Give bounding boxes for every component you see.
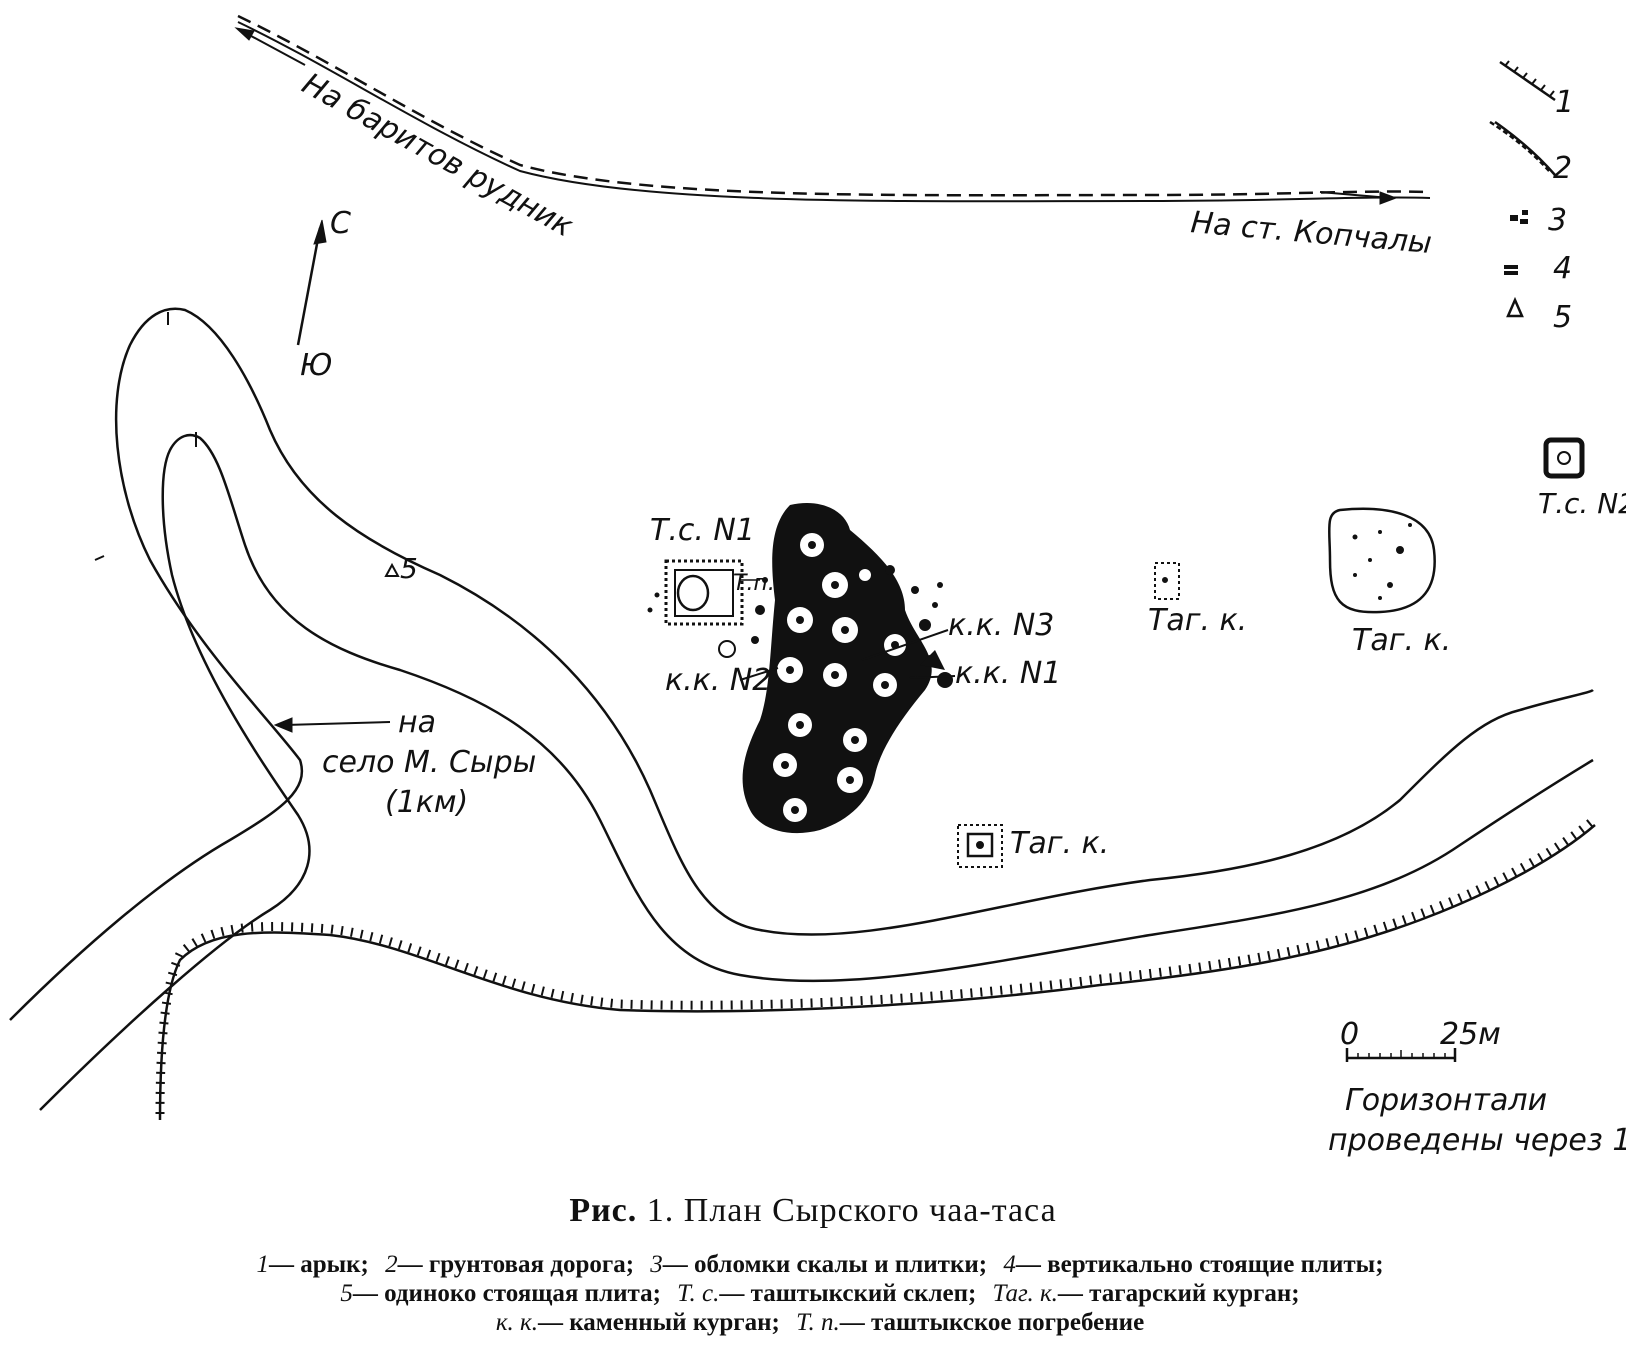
figure-legend: 1— арык; 2— грунтовая дорога; 3— обломки…	[70, 1250, 1560, 1337]
tagar-kurgan-2	[1327, 507, 1436, 614]
legend-text-5: — одиноко стоящая плита;	[352, 1280, 661, 1307]
legend-num-4: 4	[1553, 251, 1572, 286]
compass-north: С	[330, 206, 351, 241]
label-kk-n1: к.к. N1	[955, 656, 1061, 691]
label-kk-n2: к.к. N2	[665, 663, 771, 698]
scale-bar	[1345, 1048, 1457, 1062]
scale-max: 25м	[1440, 1017, 1501, 1052]
stone-kurgans-cluster	[718, 502, 953, 834]
contour-lines	[9, 307, 1594, 1111]
village-label-line1: на	[398, 705, 436, 740]
caption-prefix: Рис.	[569, 1192, 638, 1229]
road-arrow-left	[234, 27, 306, 66]
legend-line-3: к. к.— каменный курган; Т. п.— таштыкско…	[70, 1308, 1560, 1337]
label-ts-n1: Т.с. N1	[650, 513, 755, 548]
caption-number: 1.	[646, 1192, 675, 1229]
compass-south: Ю	[300, 348, 332, 383]
label-ts-n2: Т.с. N2	[1538, 487, 1626, 520]
legend-symbol-3-rocks	[1510, 210, 1528, 224]
legend-num-5: 5	[1553, 300, 1572, 335]
single-slab-marker: 5	[384, 552, 418, 585]
road-arrow-right	[1319, 191, 1398, 205]
legend-text-2: — грунтовая дорога;	[397, 1251, 635, 1278]
legend-text-4: — вертикально стоящие плиты;	[1015, 1251, 1384, 1278]
legend-text-1: — арык;	[268, 1251, 369, 1278]
tagar-kurgan-1	[1154, 562, 1180, 600]
legend-key-5: 5	[340, 1280, 353, 1307]
label-kk-n3: к.к. N3	[948, 608, 1054, 643]
village-label-line2: село М. Сыры	[322, 745, 536, 780]
tagar-kurgan-3	[957, 824, 1003, 868]
dirt-road	[237, 14, 1431, 203]
contour-note-line2: проведены через 1м	[1328, 1123, 1626, 1158]
abbr-key-kk: к. к.	[495, 1309, 538, 1336]
abbr-text-tp: — таштыкское погребение	[839, 1309, 1145, 1336]
svg-text:5: 5	[400, 552, 418, 585]
abbr-text-ts: — таштыкский склеп;	[719, 1280, 977, 1307]
legend-key-1: 1	[256, 1251, 269, 1278]
abbr-text-kk: — каменный курган;	[537, 1309, 780, 1336]
legend-key-4: 4	[1003, 1251, 1016, 1278]
legend-symbol-5-single-slab	[1506, 296, 1524, 318]
legend-key-3: 3	[650, 1251, 663, 1278]
label-tp: Т.п.	[733, 571, 775, 596]
tashtyk-crypt-2	[1543, 437, 1585, 479]
legend-symbol-4-slabs	[1504, 265, 1518, 275]
contour-note-line1: Горизонтали	[1345, 1083, 1547, 1118]
abbr-key-tp: Т. п.	[796, 1309, 840, 1336]
legend-num-2: 2	[1553, 151, 1572, 186]
label-tag-2: Таг. к.	[1352, 623, 1451, 658]
caption-title-text: План Сырского чаа-таса	[683, 1192, 1057, 1229]
village-arrow	[273, 717, 391, 733]
north-arrow	[296, 219, 327, 346]
legend-key-2: 2	[385, 1251, 398, 1278]
canal-aryk	[155, 815, 1598, 1121]
label-tag-1: Таг. к.	[1148, 603, 1247, 638]
kk-leaders	[739, 629, 956, 681]
legend-num-3: 3	[1548, 203, 1567, 238]
figure-caption-title: Рис. 1. План Сырского чаа-таса	[0, 1192, 1626, 1230]
scale-zero: 0	[1340, 1017, 1359, 1052]
legend-num-1: 1	[1555, 85, 1574, 120]
legend-symbol-2-road	[1489, 120, 1556, 176]
village-label-line3: (1км)	[385, 785, 468, 820]
legend-text-3: — обломки скалы и плитки;	[662, 1251, 988, 1278]
road-label-station: На ст. Копчалы	[1189, 205, 1433, 261]
legend-symbol-1-canal	[1499, 60, 1556, 102]
abbr-key-tag: Таг. к.	[992, 1280, 1058, 1307]
label-tag-3: Таг. к.	[1010, 826, 1109, 861]
legend-line-2: 5— одиноко стоящая плита; Т. с.— таштыкс…	[70, 1279, 1560, 1308]
tashtyk-crypt-1	[647, 559, 744, 626]
abbr-text-tag: — тагарский курган;	[1057, 1280, 1300, 1307]
legend-line-1: 1— арык; 2— грунтовая дорога; 3— обломки…	[70, 1250, 1560, 1279]
abbr-key-ts: Т. с.	[677, 1280, 720, 1307]
